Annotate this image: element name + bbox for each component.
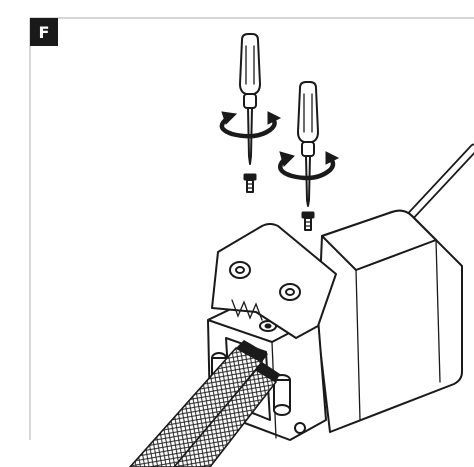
screwdriver-icon: [297, 81, 319, 207]
cable-icon: [128, 340, 280, 467]
screw-icon: [243, 173, 257, 193]
frame: [29, 17, 474, 440]
screwdriver-icon: [239, 33, 261, 165]
terminal-cover: [211, 223, 337, 339]
screw-icon: [301, 211, 315, 231]
led-driver-icon: [317, 209, 463, 433]
rotation-arrow-icon: [278, 151, 340, 181]
step-badge: F: [30, 18, 58, 46]
rotation-arrow-icon: [219, 111, 282, 139]
output-cable: [400, 143, 474, 227]
step-label: F: [39, 23, 50, 42]
